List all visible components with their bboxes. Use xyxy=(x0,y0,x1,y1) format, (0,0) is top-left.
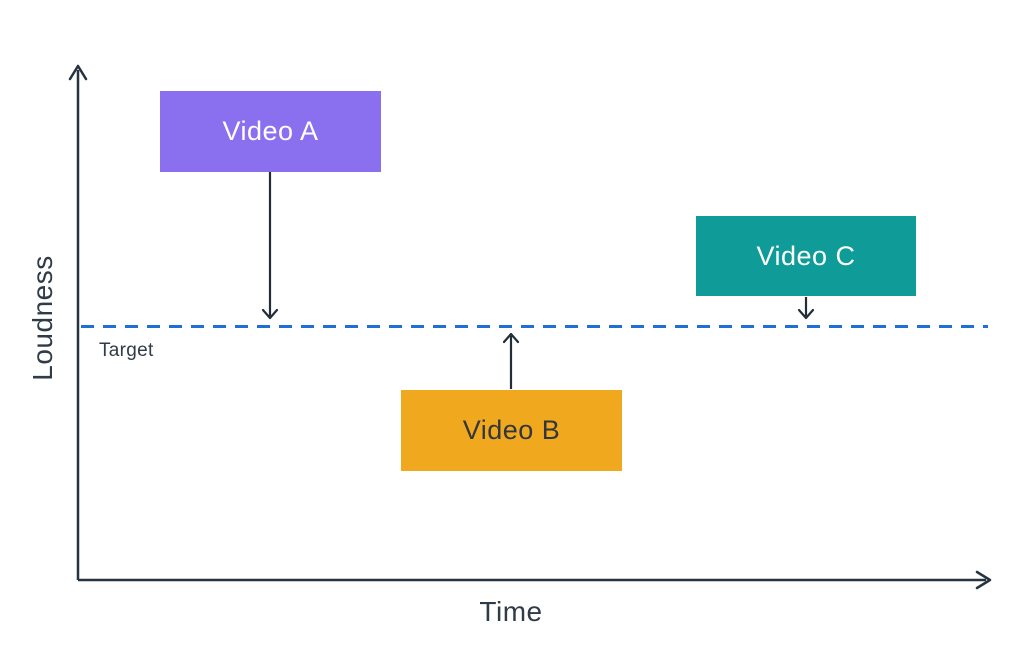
x-axis-label: Time xyxy=(479,596,543,627)
video-c-label: Video C xyxy=(756,240,856,271)
video-b-arrowhead-icon xyxy=(502,332,520,344)
video-c-box: Video C xyxy=(696,216,916,296)
video-b-box: Video B xyxy=(401,390,622,471)
x-axis-arrowhead-icon xyxy=(975,570,992,590)
y-axis-label: Loudness xyxy=(27,255,58,381)
target-label: Target xyxy=(99,340,154,361)
video-c-arrowhead-icon xyxy=(797,308,815,320)
video-a-box: Video A xyxy=(160,91,381,172)
video-a-label: Video A xyxy=(222,116,319,146)
video-b-label: Video B xyxy=(462,415,561,445)
y-axis-arrowhead-icon xyxy=(68,64,88,81)
video-a-arrowhead-icon xyxy=(261,308,279,320)
